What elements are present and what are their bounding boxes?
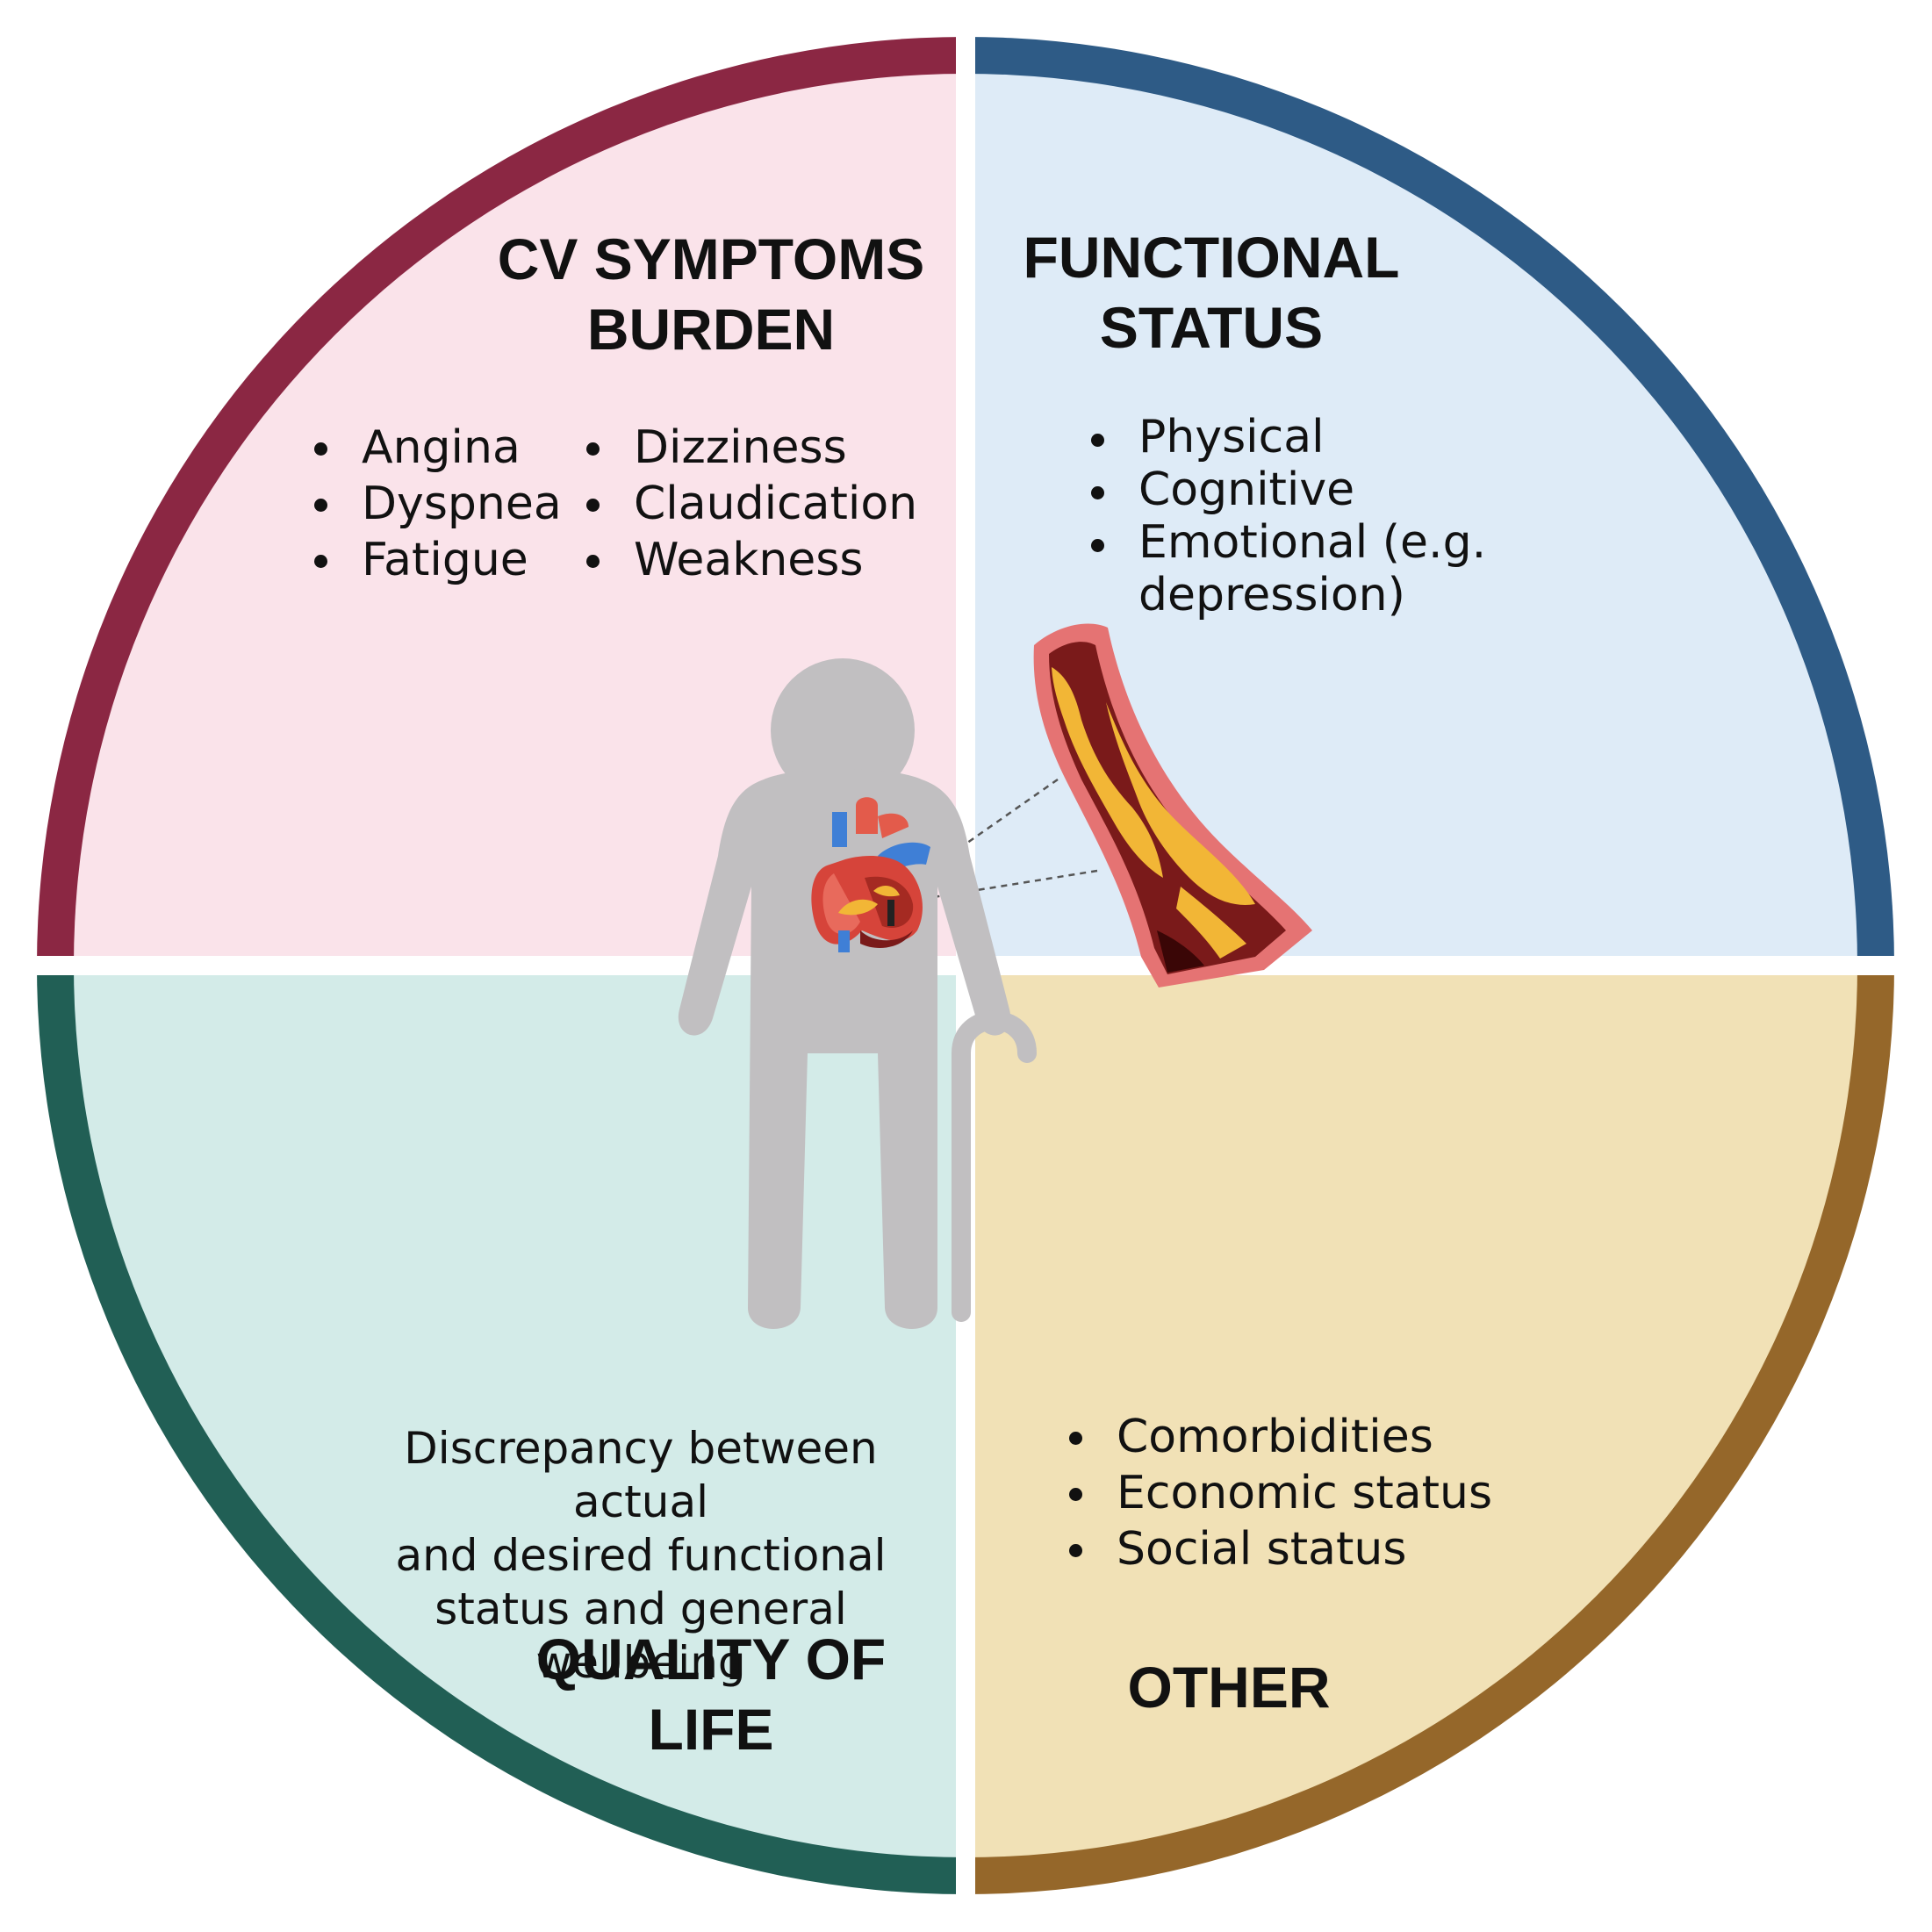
quadrant-ring-other (966, 966, 1894, 1894)
title-quality-of-life: QUALITY OF LIFE (492, 1624, 930, 1764)
quadrant-ring-cv-symptoms (37, 37, 966, 966)
description-line: status and general wellbeing (435, 1584, 847, 1688)
cv-symptoms-list-left: Angina Dyspnea Fatigue (307, 420, 562, 588)
artery-plaque-icon (916, 623, 1312, 988)
list-item: Dizziness (579, 420, 917, 476)
title-line: LIFE (648, 1697, 774, 1762)
list-item: Fatigue (307, 532, 562, 588)
elderly-person-icon (678, 658, 1011, 1329)
list-item: Physical (1084, 411, 1541, 463)
list-item: Dyspnea (307, 476, 562, 532)
other-list: Comorbidities Economic status Social sta… (1062, 1409, 1492, 1577)
title-functional-status: FUNCTIONAL STATUS (1009, 222, 1413, 363)
list-item: Angina (307, 420, 562, 476)
title-cv-symptoms-burden: CV SYMPTOMS BURDEN (456, 224, 966, 364)
title-line: QUALITY OF (535, 1627, 887, 1691)
quality-of-life-description: Discrepancy between actual and desired f… (334, 1422, 948, 1690)
title-other: OTHER (1088, 1652, 1369, 1722)
title-line: BURDEN (586, 297, 836, 362)
list-item: Comorbidities (1062, 1409, 1492, 1465)
title-line: OTHER (1127, 1655, 1331, 1720)
cv-symptoms-list-right: Dizziness Claudication Weakness (579, 420, 917, 588)
list-item: Social status (1062, 1521, 1492, 1577)
quadrant-ring-functional-status (966, 37, 1894, 966)
list-item: Emotional (e.g. depression) (1084, 516, 1541, 621)
list-item: Weakness (579, 532, 917, 588)
title-line: CV SYMPTOMS (497, 226, 925, 291)
title-line: FUNCTIONAL (1023, 225, 1400, 290)
title-line: STATUS (1099, 295, 1324, 360)
list-item: Claudication (579, 476, 917, 532)
description-line: Discrepancy between actual (404, 1423, 878, 1527)
list-item: Cognitive (1084, 463, 1541, 516)
description-line: and desired functional (395, 1530, 887, 1581)
quadrant-ring-quality-of-life (37, 966, 966, 1894)
walking-cane-icon (952, 1010, 1037, 1322)
heart-icon (811, 797, 930, 952)
list-item: Economic status (1062, 1465, 1492, 1521)
functional-status-list: Physical Cognitive Emotional (e.g. depre… (1084, 411, 1541, 621)
